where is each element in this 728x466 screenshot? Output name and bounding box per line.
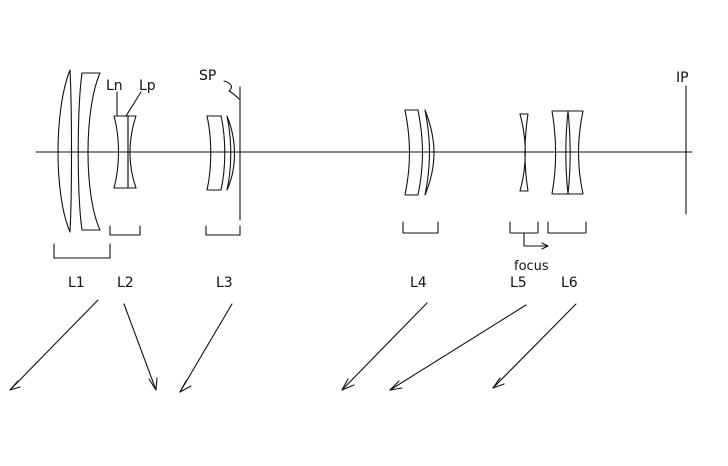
- callout-arrow-l6-head: [492, 377, 505, 389]
- lens-l3-element-2: [226, 115, 235, 191]
- bracket-l5: [509, 221, 539, 234]
- callout-arrow-l1: [9, 299, 99, 391]
- callout-arrow-l5-head: [389, 380, 403, 391]
- lens-l1-element-2: [77, 72, 101, 231]
- lens-l2-element-1: [113, 115, 129, 189]
- callout-arrow-l3-head: [179, 380, 192, 393]
- callout-arrow-l2-head: [148, 377, 158, 391]
- bracket-l1: [53, 243, 111, 259]
- bracket-l3: [205, 225, 241, 236]
- focus-label: focus: [514, 259, 549, 274]
- callout-arrow-l3: [179, 303, 233, 393]
- lens-l6-element-2: [567, 110, 584, 195]
- lens-l5-element: [519, 113, 529, 192]
- group-label-l2: L2: [117, 275, 134, 291]
- bracket-l6: [547, 221, 587, 234]
- image-plane-label: IP: [676, 70, 689, 86]
- group-label-l6: L6: [561, 275, 578, 291]
- lens-l2-element-2: [127, 115, 137, 189]
- callout-arrow-l1-head: [9, 380, 21, 391]
- lens-l4-element-2: [424, 109, 435, 196]
- callout-arrow-l4: [341, 302, 428, 391]
- lens-l4-element-1: [404, 109, 424, 196]
- callout-arrows: [9, 299, 577, 393]
- bracket-l2: [109, 225, 141, 236]
- callout-arrow-l6: [492, 303, 577, 389]
- callout-arrow-l4-head: [341, 378, 355, 391]
- ln-label: Ln: [106, 78, 123, 94]
- focus-arrow-head: [541, 242, 549, 250]
- lens-l3-element-1: [206, 115, 226, 191]
- stop-label: SP: [199, 68, 216, 84]
- lp-leader: [125, 91, 142, 117]
- group-label-l1: L1: [68, 275, 85, 291]
- stop-leader: [223, 80, 240, 100]
- lens-l1-element-1: [57, 69, 73, 233]
- focus-arrow-path: [523, 232, 549, 247]
- bracket-l4: [402, 221, 439, 234]
- group-label-l5: L5: [510, 275, 527, 291]
- group-label-l4: L4: [410, 275, 427, 291]
- lp-label: Lp: [139, 78, 156, 94]
- callout-arrow-l2: [123, 303, 157, 391]
- callout-arrow-l5: [389, 304, 527, 391]
- group-label-l3: L3: [216, 275, 233, 291]
